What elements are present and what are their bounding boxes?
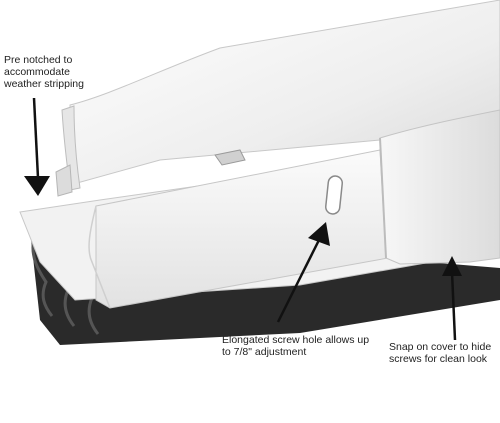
arrow-notched [24,97,50,196]
arrow-screw-hole [276,222,330,323]
cover-edge [379,137,387,259]
notch [55,164,73,197]
snap-on-cover [379,109,500,265]
elongated-screw-hole [324,175,344,215]
top-lip [61,105,81,191]
arrow-snap-cover [442,256,462,341]
callout-snap-cover: Snap on cover to hide screws for clean l… [389,341,492,365]
front-face-fold [88,205,111,309]
callout-screw-hole: Elongated screw hole allows up to 7/8" a… [222,334,370,358]
callout-notched: Pre notched to accommodate weather strip… [4,54,84,90]
top-slot [214,149,246,166]
